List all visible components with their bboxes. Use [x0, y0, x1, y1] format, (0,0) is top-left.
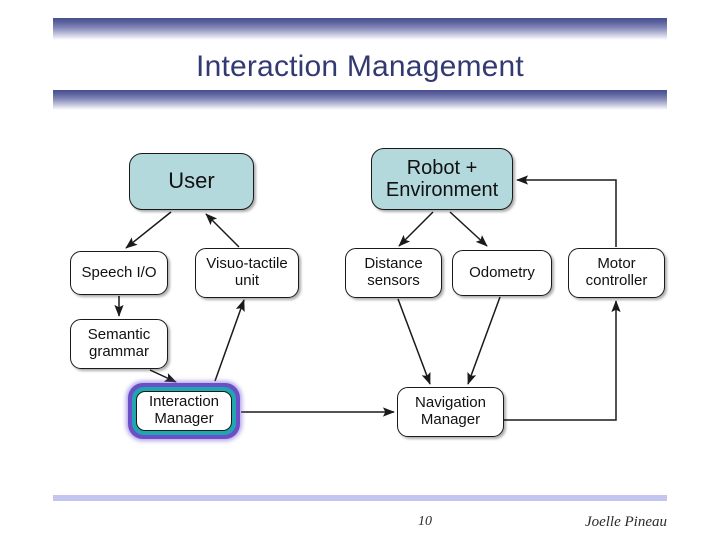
node-interaction-label-line1: Interaction [148, 393, 220, 411]
edge-interaction-to-visuo [214, 299, 245, 382]
node-robot-label-line2: Environment [385, 179, 499, 201]
header-accent-bar-bottom [53, 90, 667, 110]
node-navigation-label-line1: Navigation [415, 394, 486, 412]
node-robot-environment[interactable]: Robot + Environment [371, 148, 513, 210]
node-speech-io[interactable]: Speech I/O [70, 251, 168, 295]
node-semantic-label-line1: Semantic [87, 326, 151, 344]
node-navigation-label-line2: Manager [420, 411, 481, 428]
node-speech-io-label: Speech I/O [81, 263, 157, 281]
page-number: 10 [418, 514, 432, 529]
edge-semantic-to-interaction [149, 369, 177, 383]
edge-motor-to-robot [516, 175, 617, 247]
node-robot-label-line1: Robot + [406, 156, 478, 179]
edge-robot-to-distance [398, 211, 434, 247]
node-visuo-label-line1: Visuo-tactile [206, 255, 288, 273]
node-odometry-label: Odometry [469, 263, 535, 281]
header-accent-bar-top [53, 18, 667, 40]
edge-user-to-speech [125, 211, 172, 249]
node-semantic-label-line2: grammar [88, 343, 149, 360]
page-title: Interaction Management [196, 50, 524, 83]
edge-robot-to-odometry [449, 211, 488, 247]
node-user[interactable]: User [129, 153, 254, 210]
node-interaction-label-line2: Manager [154, 410, 214, 427]
node-interaction-manager-highlight[interactable]: Interaction Manager [128, 383, 240, 439]
author-name: Joelle Pineau [584, 514, 667, 530]
node-navigation-manager[interactable]: Navigation Manager [397, 387, 504, 437]
node-distance-label-line2: sensors [367, 272, 420, 289]
edge-distance-to-navigation [397, 298, 431, 385]
node-semantic-grammar[interactable]: Semantic grammar [70, 319, 168, 369]
node-distance-label-line1: Distance [364, 255, 423, 273]
node-interaction-manager[interactable]: Interaction Manager [136, 391, 232, 431]
architecture-diagram: User Robot + Environment Speech I/O Visu… [0, 120, 720, 470]
node-motor-label-line2: controller [585, 272, 648, 289]
edge-visuo-to-user [205, 213, 240, 248]
node-visuo-label-line2: unit [234, 272, 260, 289]
footer-divider [53, 495, 667, 501]
node-visuo-tactile-unit[interactable]: Visuo-tactile unit [195, 248, 299, 298]
node-odometry[interactable]: Odometry [452, 250, 552, 296]
node-motor-controller[interactable]: Motor controller [568, 248, 665, 298]
node-user-label: User [168, 168, 215, 194]
node-distance-sensors[interactable]: Distance sensors [345, 248, 442, 298]
node-motor-label-line1: Motor [597, 255, 636, 273]
edge-odometry-to-navigation [467, 296, 501, 385]
diagram-connectors [114, 175, 621, 421]
edge-navigation-to-motor [504, 300, 621, 421]
